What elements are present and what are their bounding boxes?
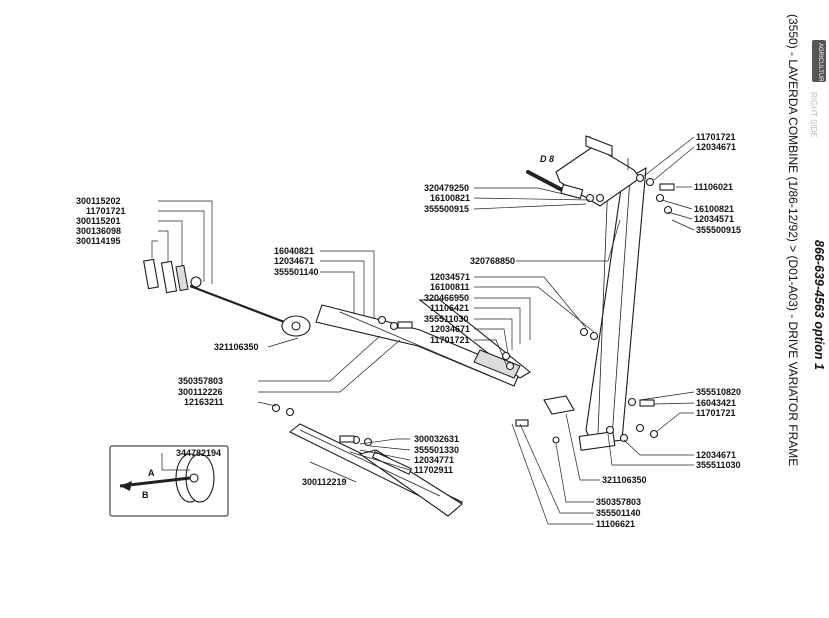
callout: 300115202 xyxy=(76,196,121,206)
center-bracket xyxy=(543,395,575,415)
callout: 11701721 xyxy=(696,408,736,418)
long-rod xyxy=(189,284,301,330)
adjust-rod xyxy=(526,170,568,194)
badge-text: AGRICULTURE xyxy=(817,43,823,86)
callout: 12034771 xyxy=(414,455,454,465)
page-title: (3550) - LAVERDA COMBINE (1/86-12/92) > … xyxy=(786,14,800,467)
callout: 320479250 xyxy=(424,183,469,193)
callout: 12034671 xyxy=(696,142,736,152)
callout: 16040821 xyxy=(274,246,314,256)
callout: 300112226 xyxy=(178,387,223,397)
callout: 12034671 xyxy=(274,256,314,266)
agriculture-badge: AGRICULTURE xyxy=(812,40,826,86)
callout: 321106350 xyxy=(214,342,259,352)
callout: 11106021 xyxy=(694,182,733,192)
callout: 355511030 xyxy=(424,314,469,324)
callout: 16043421 xyxy=(696,398,736,408)
callout: 12034671 xyxy=(696,450,736,460)
plate-1 xyxy=(143,258,159,290)
washers xyxy=(271,173,675,447)
callout: 12034671 xyxy=(430,324,470,334)
callout: 355510820 xyxy=(696,387,741,397)
callout: 300115201 xyxy=(76,216,121,226)
phone-number: 866-639-4563 option 1 xyxy=(812,240,826,370)
callout: 11701721 xyxy=(430,335,470,345)
leader-lines xyxy=(151,136,695,525)
callout: 355500915 xyxy=(424,204,469,214)
parts-illustration xyxy=(143,135,675,517)
callout: 320768850 xyxy=(470,256,515,266)
callout: 300114195 xyxy=(76,236,121,246)
callout: 355500915 xyxy=(696,225,741,235)
callout: 355501140 xyxy=(274,267,319,277)
callout: 355511030 xyxy=(696,460,741,470)
callout: 11702911 xyxy=(414,465,453,475)
plate-3 xyxy=(175,264,189,292)
callout: 355501330 xyxy=(414,445,459,455)
callout-labels: 300115202 11701721 300115201 300136098 3… xyxy=(76,132,741,529)
callout: 11701721 xyxy=(696,132,736,142)
callout: 11701721 xyxy=(86,206,126,216)
callout: 321106350 xyxy=(602,475,647,485)
callout: 344782194 xyxy=(176,448,221,458)
washer-left xyxy=(190,276,202,288)
callout: 16100821 xyxy=(430,193,470,203)
callout: 300136098 xyxy=(76,226,121,236)
callout: 350357803 xyxy=(596,497,641,507)
callout: 300032631 xyxy=(414,434,459,444)
lower-plate-b xyxy=(358,449,463,517)
callout: 11106621 xyxy=(596,519,635,529)
callout: 320466950 xyxy=(424,293,469,303)
callout: 355501140 xyxy=(596,508,641,518)
inset-arrow xyxy=(119,476,191,488)
vertical-frame-beam xyxy=(585,166,647,445)
faded-watermark: RIGHT SIDE xyxy=(809,92,818,138)
pulley-inset: B A xyxy=(109,445,229,517)
callout: 12034571 xyxy=(694,214,734,224)
callout: 11106421 xyxy=(430,303,469,313)
section-label: D 8 xyxy=(540,154,554,164)
callout: 16100811 xyxy=(430,282,470,292)
callout: 350357803 xyxy=(178,376,223,386)
callout: 12163211 xyxy=(184,397,224,407)
callout: 16100821 xyxy=(694,204,734,214)
callout: 12034571 xyxy=(430,272,470,282)
inset-label-b: B xyxy=(142,490,149,500)
plate-2 xyxy=(160,260,178,294)
frame-foot xyxy=(578,431,616,451)
callout: 300112219 xyxy=(302,477,347,487)
inset-label-a: A xyxy=(148,468,155,478)
